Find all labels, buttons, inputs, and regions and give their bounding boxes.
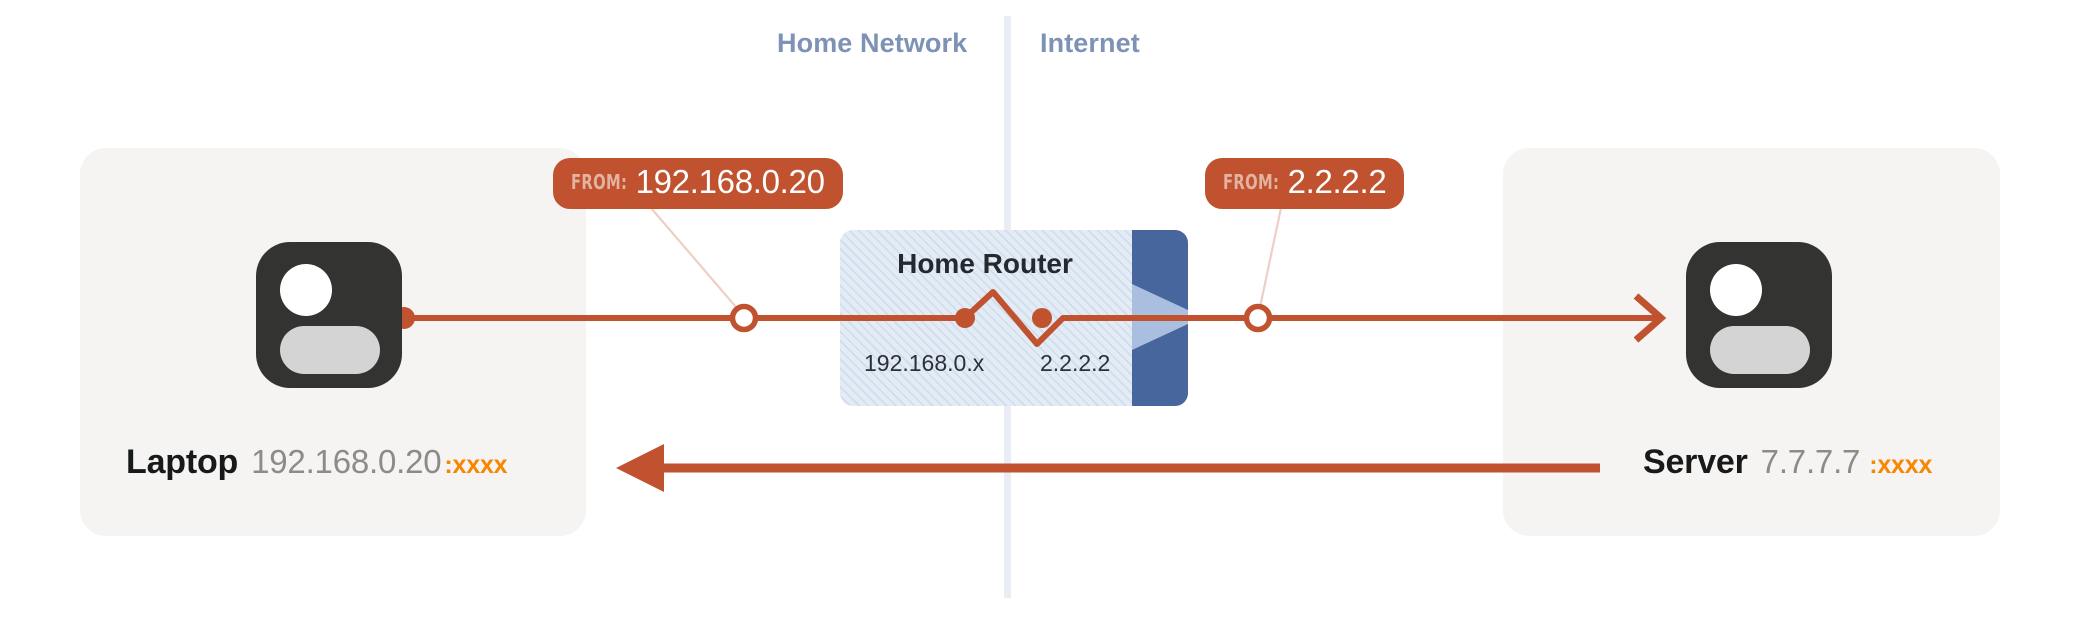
server-avatar-icon bbox=[1686, 242, 1832, 388]
host-port-laptop: :xxxx bbox=[444, 451, 508, 479]
from-badge-wan[interactable]: FROM: 2.2.2.2 bbox=[1205, 158, 1405, 209]
outbound-arrowhead-icon bbox=[1633, 293, 1667, 343]
packet-marker-wan[interactable] bbox=[1243, 303, 1273, 333]
from-badge-lan[interactable]: FROM: 192.168.0.20 bbox=[553, 158, 843, 209]
from-badge-keyword: FROM: bbox=[571, 170, 628, 194]
return-arrowhead-icon bbox=[616, 444, 664, 492]
avatar-head-shape bbox=[280, 264, 332, 316]
host-label-laptop: Laptop 192.168.0.20 :xxxx bbox=[126, 443, 508, 482]
router-wan-interface-label: 2.2.2.2 bbox=[1040, 350, 1111, 376]
from-badge-value: 192.168.0.20 bbox=[635, 163, 825, 200]
from-badge-value: 2.2.2.2 bbox=[1287, 163, 1387, 200]
host-address-laptop: 192.168.0.20 bbox=[251, 443, 442, 480]
router-wan-endpoint-dot bbox=[1032, 308, 1052, 328]
host-name-server: Server bbox=[1643, 443, 1748, 481]
badge-leader-line-lan bbox=[650, 207, 743, 315]
host-address-server: 7.7.7.7 bbox=[1760, 443, 1861, 480]
badge-leader-line-wan bbox=[1257, 207, 1283, 313]
router-lan-interface-label: 192.168.0.x bbox=[864, 350, 985, 376]
avatar-head-shape bbox=[1710, 264, 1762, 316]
zone-label-home-network: Home Network bbox=[777, 28, 968, 58]
avatar-body-shape bbox=[1710, 326, 1810, 374]
zone-label-internet: Internet bbox=[1040, 28, 1140, 58]
host-name-laptop: Laptop bbox=[126, 443, 239, 481]
host-label-server: Server 7.7.7.7 :xxxx bbox=[1643, 443, 1932, 482]
packet-marker-lan[interactable] bbox=[729, 303, 759, 333]
laptop-avatar-icon bbox=[256, 242, 402, 388]
host-port-server: :xxxx bbox=[1869, 451, 1933, 479]
router-title: Home Router bbox=[897, 248, 1073, 279]
return-flow-path bbox=[616, 444, 1600, 492]
router-lan-endpoint-dot bbox=[955, 308, 975, 328]
avatar-body-shape bbox=[280, 326, 380, 374]
from-badge-keyword: FROM: bbox=[1223, 170, 1280, 194]
